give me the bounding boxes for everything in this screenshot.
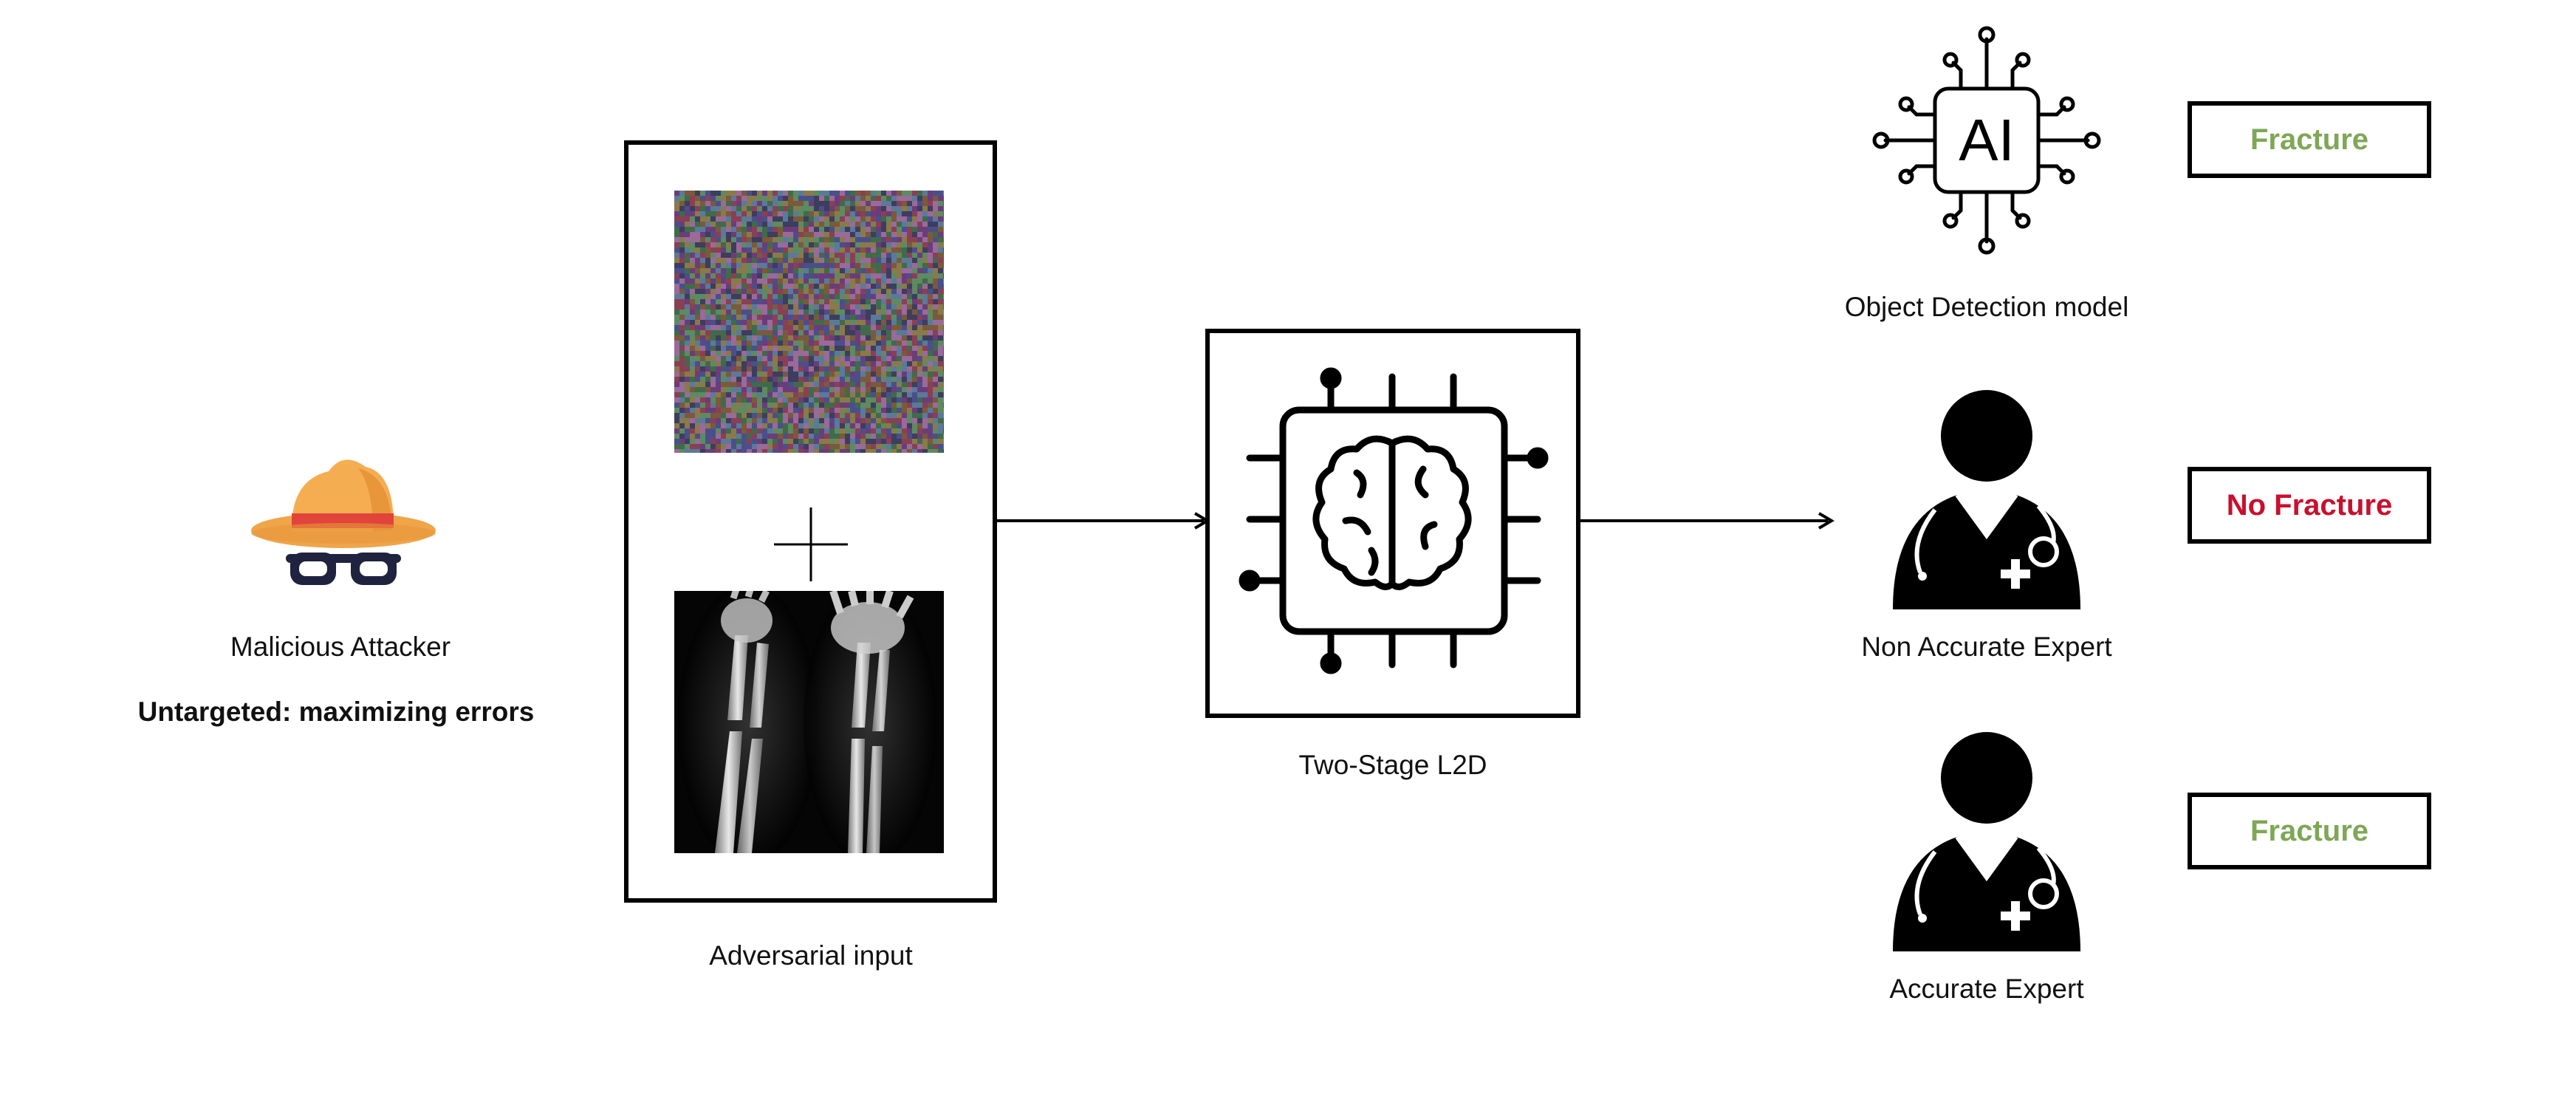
- arrow-to-l2d: [997, 510, 1211, 532]
- accurate-expert-label: Accurate Expert: [1889, 974, 2084, 1004]
- model-prediction-label: Fracture: [2250, 123, 2369, 156]
- l2d-label: Two-Stage L2D: [1298, 750, 1487, 780]
- brain-chip-icon: [1235, 362, 1552, 680]
- plus-icon: [774, 507, 848, 581]
- attacker-mode-label: Untargeted: maximizing errors: [137, 697, 535, 727]
- ai-chip-text: AI: [1959, 107, 2015, 173]
- doctor-icon: [1887, 730, 2086, 951]
- accurate-prediction-label: Fracture: [2250, 814, 2369, 847]
- non-accurate-expert-label: Non Accurate Expert: [1861, 632, 2112, 662]
- noise-image: [674, 191, 944, 453]
- accurate-prediction-box: Fracture: [2188, 793, 2431, 869]
- spy-hat-icon: [247, 451, 439, 598]
- doctor-icon: [1887, 388, 2086, 609]
- ai-chip-icon: AI: [1872, 26, 2101, 255]
- non-accurate-prediction-label: No Fracture: [2226, 488, 2393, 521]
- arrow-to-decision: [1580, 510, 1835, 532]
- model-label: Object Detection model: [1844, 292, 2129, 322]
- attacker-label: Malicious Attacker: [230, 632, 451, 662]
- adversarial-input-label: Adversarial input: [709, 940, 913, 971]
- non-accurate-prediction-box: No Fracture: [2188, 467, 2431, 544]
- model-prediction-box: Fracture: [2188, 101, 2431, 178]
- xray-image: [674, 591, 944, 853]
